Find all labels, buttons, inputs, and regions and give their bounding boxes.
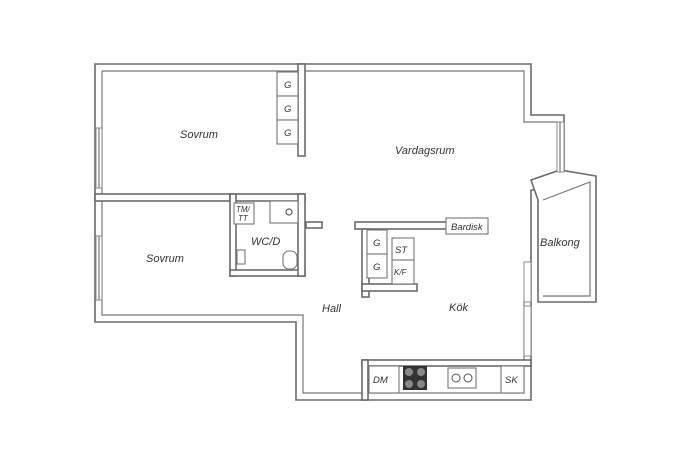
kf-box	[391, 259, 415, 285]
closet-5	[366, 253, 388, 279]
toilet-icon	[282, 250, 298, 270]
wall-wc-bottom	[229, 269, 306, 277]
bardisk: Bardisk	[445, 217, 489, 235]
wc-label: WC/D	[251, 236, 280, 248]
balcony-outline	[529, 169, 597, 303]
burner-4-icon	[417, 380, 425, 388]
kf-label: K/F	[394, 268, 408, 277]
closet-1-label: G	[284, 80, 291, 91]
shower-icon	[269, 200, 299, 224]
windows	[95, 121, 565, 357]
closets-bedroom: G G G	[276, 71, 299, 145]
closet-4-label: G	[373, 238, 380, 249]
room-labels: Sovrum Sovrum Vardagsrum Balkong Hall Kö…	[146, 129, 581, 315]
room-label-kok: Kök	[449, 302, 468, 314]
kitchen-sink-icon	[447, 367, 477, 389]
sk-box	[500, 365, 525, 394]
dm-label: DM	[373, 375, 388, 386]
sk-label: SK	[505, 375, 518, 386]
wall-kitchen-top	[354, 221, 451, 230]
kitchen-counter: DM SK	[368, 365, 525, 394]
wall-kitchen-step	[361, 283, 418, 292]
room-label-vardagsrum: Vardagsrum	[395, 145, 455, 157]
st-label: ST	[395, 245, 408, 256]
dm-box	[368, 365, 400, 394]
wall-living-left	[297, 63, 306, 157]
wall-bedroom-divider	[94, 193, 231, 202]
room-label-sovrum-2: Sovrum	[146, 253, 184, 265]
wall-stub	[305, 221, 323, 229]
bardisk-label: Bardisk	[451, 222, 484, 233]
tt-label: TT	[238, 214, 249, 223]
sink-bowl-1-icon	[451, 373, 461, 383]
closet-3	[276, 119, 299, 145]
balcony	[529, 169, 597, 303]
closet-3-label: G	[284, 128, 291, 139]
sink-bowl-2-icon	[463, 373, 473, 383]
wall-kitchen-counter-top	[361, 359, 532, 367]
wall-wc-top	[229, 193, 306, 202]
closet-2-label: G	[284, 104, 291, 115]
room-label-balkong: Balkong	[540, 237, 581, 249]
wall-wc-right	[297, 193, 306, 277]
window-kitchen-1	[523, 261, 532, 303]
balcony-inner	[542, 181, 591, 297]
closets-hall: G G ST K/F	[366, 229, 415, 285]
outer-walls	[94, 63, 565, 401]
shower-drain-icon	[285, 208, 293, 216]
wc-fixtures: TM/ TT WC/D	[233, 200, 299, 270]
closet-5-label: G	[373, 262, 380, 273]
sink-icon	[236, 249, 246, 265]
window-kitchen-2	[523, 305, 532, 357]
wall-kitchen-counter-left	[361, 359, 369, 401]
burner-3-icon	[405, 380, 413, 388]
room-label-sovrum-1: Sovrum	[180, 129, 218, 141]
outer-wall-outline	[94, 63, 565, 401]
bardisk-box	[445, 217, 489, 235]
tm-label: TM/	[236, 205, 251, 214]
burner-2-icon	[417, 368, 425, 376]
burner-1-icon	[405, 368, 413, 376]
tm-tt-box	[233, 202, 255, 225]
room-label-hall: Hall	[322, 303, 342, 315]
